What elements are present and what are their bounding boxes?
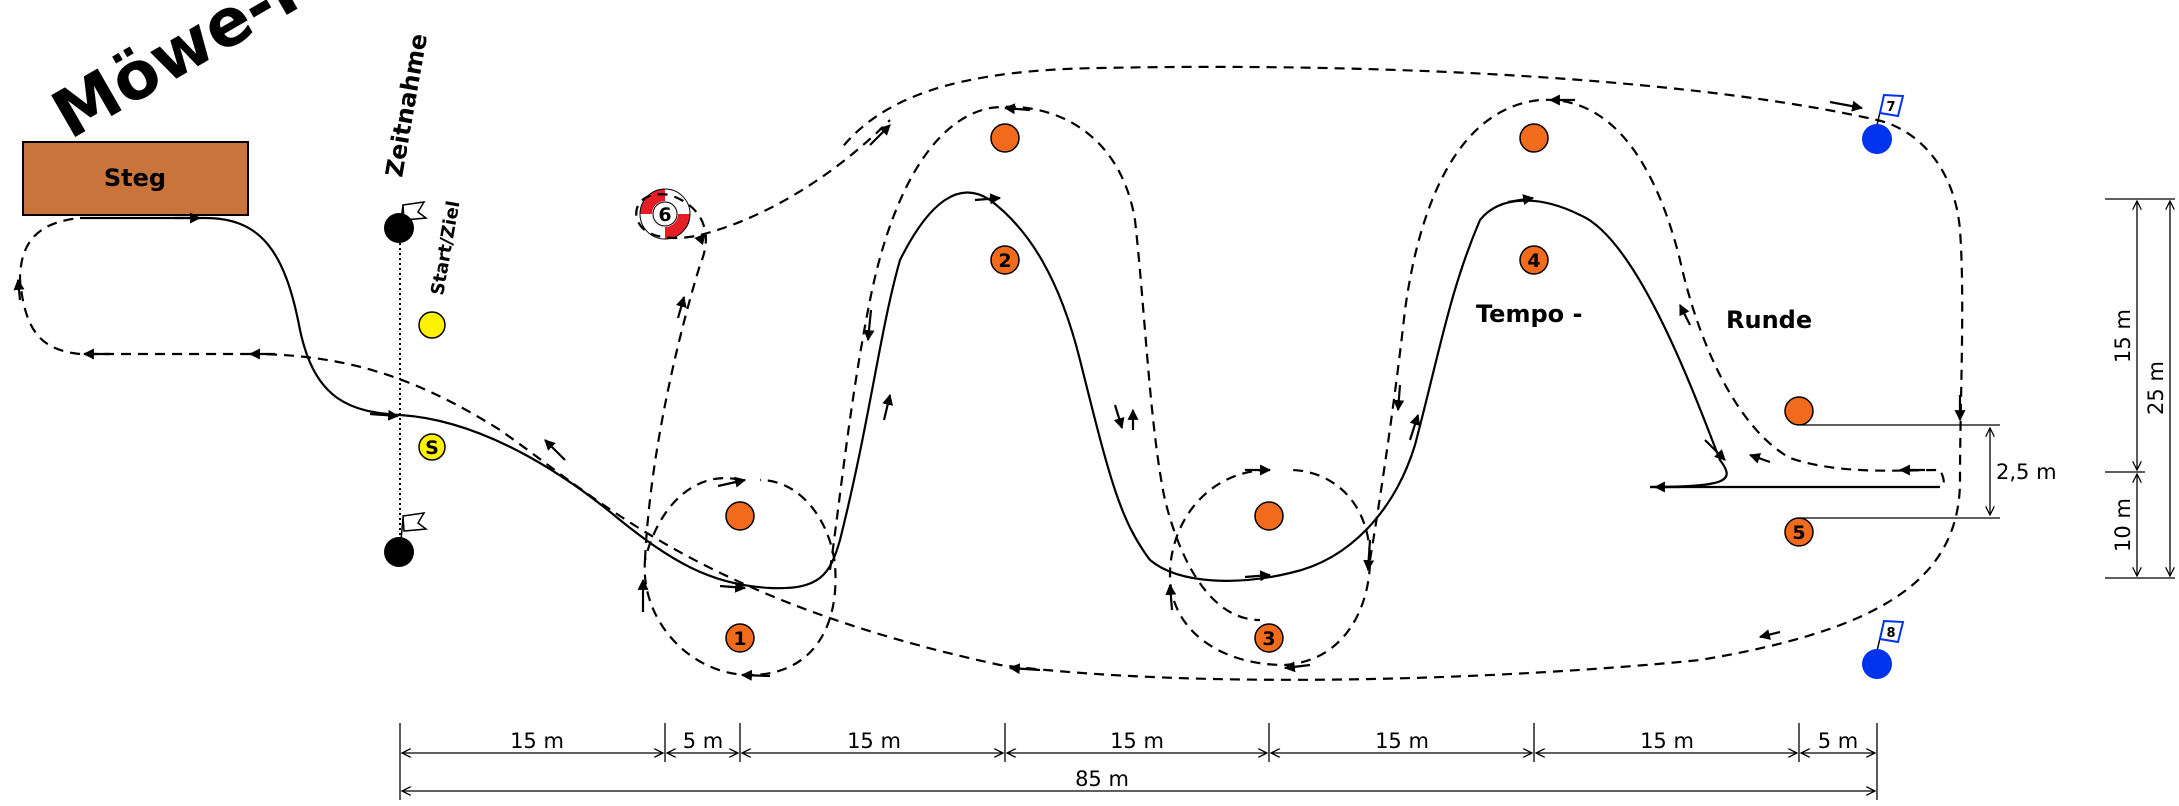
buoy-5: 5 — [1784, 517, 1814, 547]
orange-buoy — [1784, 396, 1814, 426]
buoy-8-blue: 8 — [1862, 619, 1905, 679]
direction-arrow — [863, 309, 875, 342]
dim-label: 15 m — [1640, 729, 1694, 753]
direction-arrow — [869, 124, 891, 146]
orange-buoy — [990, 123, 1020, 153]
timing-line: Zeitnahme Start/Ziel — [380, 31, 464, 552]
direction-arrow — [1408, 413, 1421, 441]
orange-buoy — [1254, 501, 1284, 531]
gap-label: 2,5 m — [1996, 460, 2057, 484]
buoy-7-blue: 7 — [1862, 93, 1905, 154]
right-dimensions: 15 m 10 m 25 m — [2105, 198, 2175, 579]
orange-buoy — [1519, 123, 1549, 153]
direction-arrow — [882, 393, 894, 421]
course-title: Möwe-P — [40, 0, 332, 154]
dim-right-15: 15 m — [2111, 309, 2135, 363]
dim-label: 15 m — [1375, 729, 1429, 753]
dim-total-label: 85 m — [1075, 767, 1129, 791]
direction-arrow — [544, 439, 566, 461]
tempo-label: Tempo - — [1476, 300, 1582, 328]
dock-label: Steg — [104, 164, 166, 192]
direction-arrow — [369, 409, 400, 421]
start-buoy-label: S — [425, 437, 439, 459]
buoy-1-label: 1 — [733, 628, 746, 650]
runde-label: Runde — [1726, 306, 1812, 334]
direction-arrow — [1165, 583, 1177, 611]
dim-label: 15 m — [510, 729, 564, 753]
start-flag-top — [384, 201, 429, 243]
buoy-3: 3 — [1254, 623, 1284, 653]
direction-arrow — [740, 669, 771, 681]
start-finish-label: Start/Ziel — [427, 199, 464, 297]
buoy-2: 2 — [990, 245, 1020, 275]
direction-arrow — [1244, 570, 1272, 582]
direction-arrow — [1829, 100, 1864, 112]
buoy-4: 4 — [1519, 245, 1549, 275]
direction-arrow — [1363, 539, 1375, 572]
start-flag-bottom — [384, 512, 429, 567]
direction-arrow — [1283, 661, 1311, 673]
dashed-route-return — [249, 65, 1964, 681]
buoy-4-label: 4 — [1527, 250, 1540, 272]
buoy-6-lifebuoy: 6 — [639, 188, 691, 240]
direction-arrow — [1393, 384, 1405, 412]
bottom-dimensions: 15 m 5 m 15 m 15 m 15 m 15 m 5 m 85 m — [399, 723, 1878, 800]
direction-arrow — [1748, 453, 1771, 464]
dim-right-25: 25 m — [2144, 361, 2168, 415]
direction-arrow — [1679, 304, 1691, 326]
buoy-5-label: 5 — [1792, 522, 1805, 544]
start-buoy: S — [418, 433, 446, 461]
direction-arrow — [974, 193, 1002, 205]
dim-label: 5 m — [1818, 729, 1859, 753]
solid-route — [80, 191, 1728, 590]
dashed-route-mark2 — [828, 105, 1261, 622]
dim-label: 15 m — [1110, 729, 1164, 753]
dock: Steg — [22, 141, 249, 216]
direction-arrow — [13, 278, 25, 301]
buoy-1: 1 — [725, 623, 755, 653]
buoy-8-label: 8 — [1886, 626, 1895, 641]
gap-dimension: 2,5 m — [1800, 424, 2057, 519]
dim-label: 15 m — [847, 729, 901, 753]
direction-arrow — [1704, 439, 1726, 461]
direction-arrow — [1758, 629, 1781, 640]
buoy-6-label: 6 — [658, 204, 671, 226]
direction-arrow — [717, 476, 747, 488]
buoy-2-label: 2 — [998, 250, 1011, 272]
dim-right-10: 10 m — [2111, 498, 2135, 552]
direction-arrow — [719, 581, 747, 593]
direction-arrow — [1507, 194, 1535, 205]
buoy-3-label: 3 — [1262, 628, 1275, 650]
dashed-route-mark4 — [1368, 98, 1945, 561]
direction-arrow — [694, 233, 706, 246]
yellow-buoy — [418, 311, 446, 339]
timing-label: Zeitnahme — [380, 31, 433, 179]
dashed-route-up6 — [635, 119, 891, 561]
direction-arrow — [1113, 404, 1125, 430]
orange-buoy — [725, 501, 755, 531]
direction-arrow — [1003, 103, 1031, 115]
dashed-route — [18, 216, 251, 356]
direction-arrow — [675, 295, 687, 319]
dim-label: 5 m — [683, 729, 724, 753]
buoy-7-label: 7 — [1886, 100, 1895, 115]
direction-arrow — [1008, 663, 1041, 675]
